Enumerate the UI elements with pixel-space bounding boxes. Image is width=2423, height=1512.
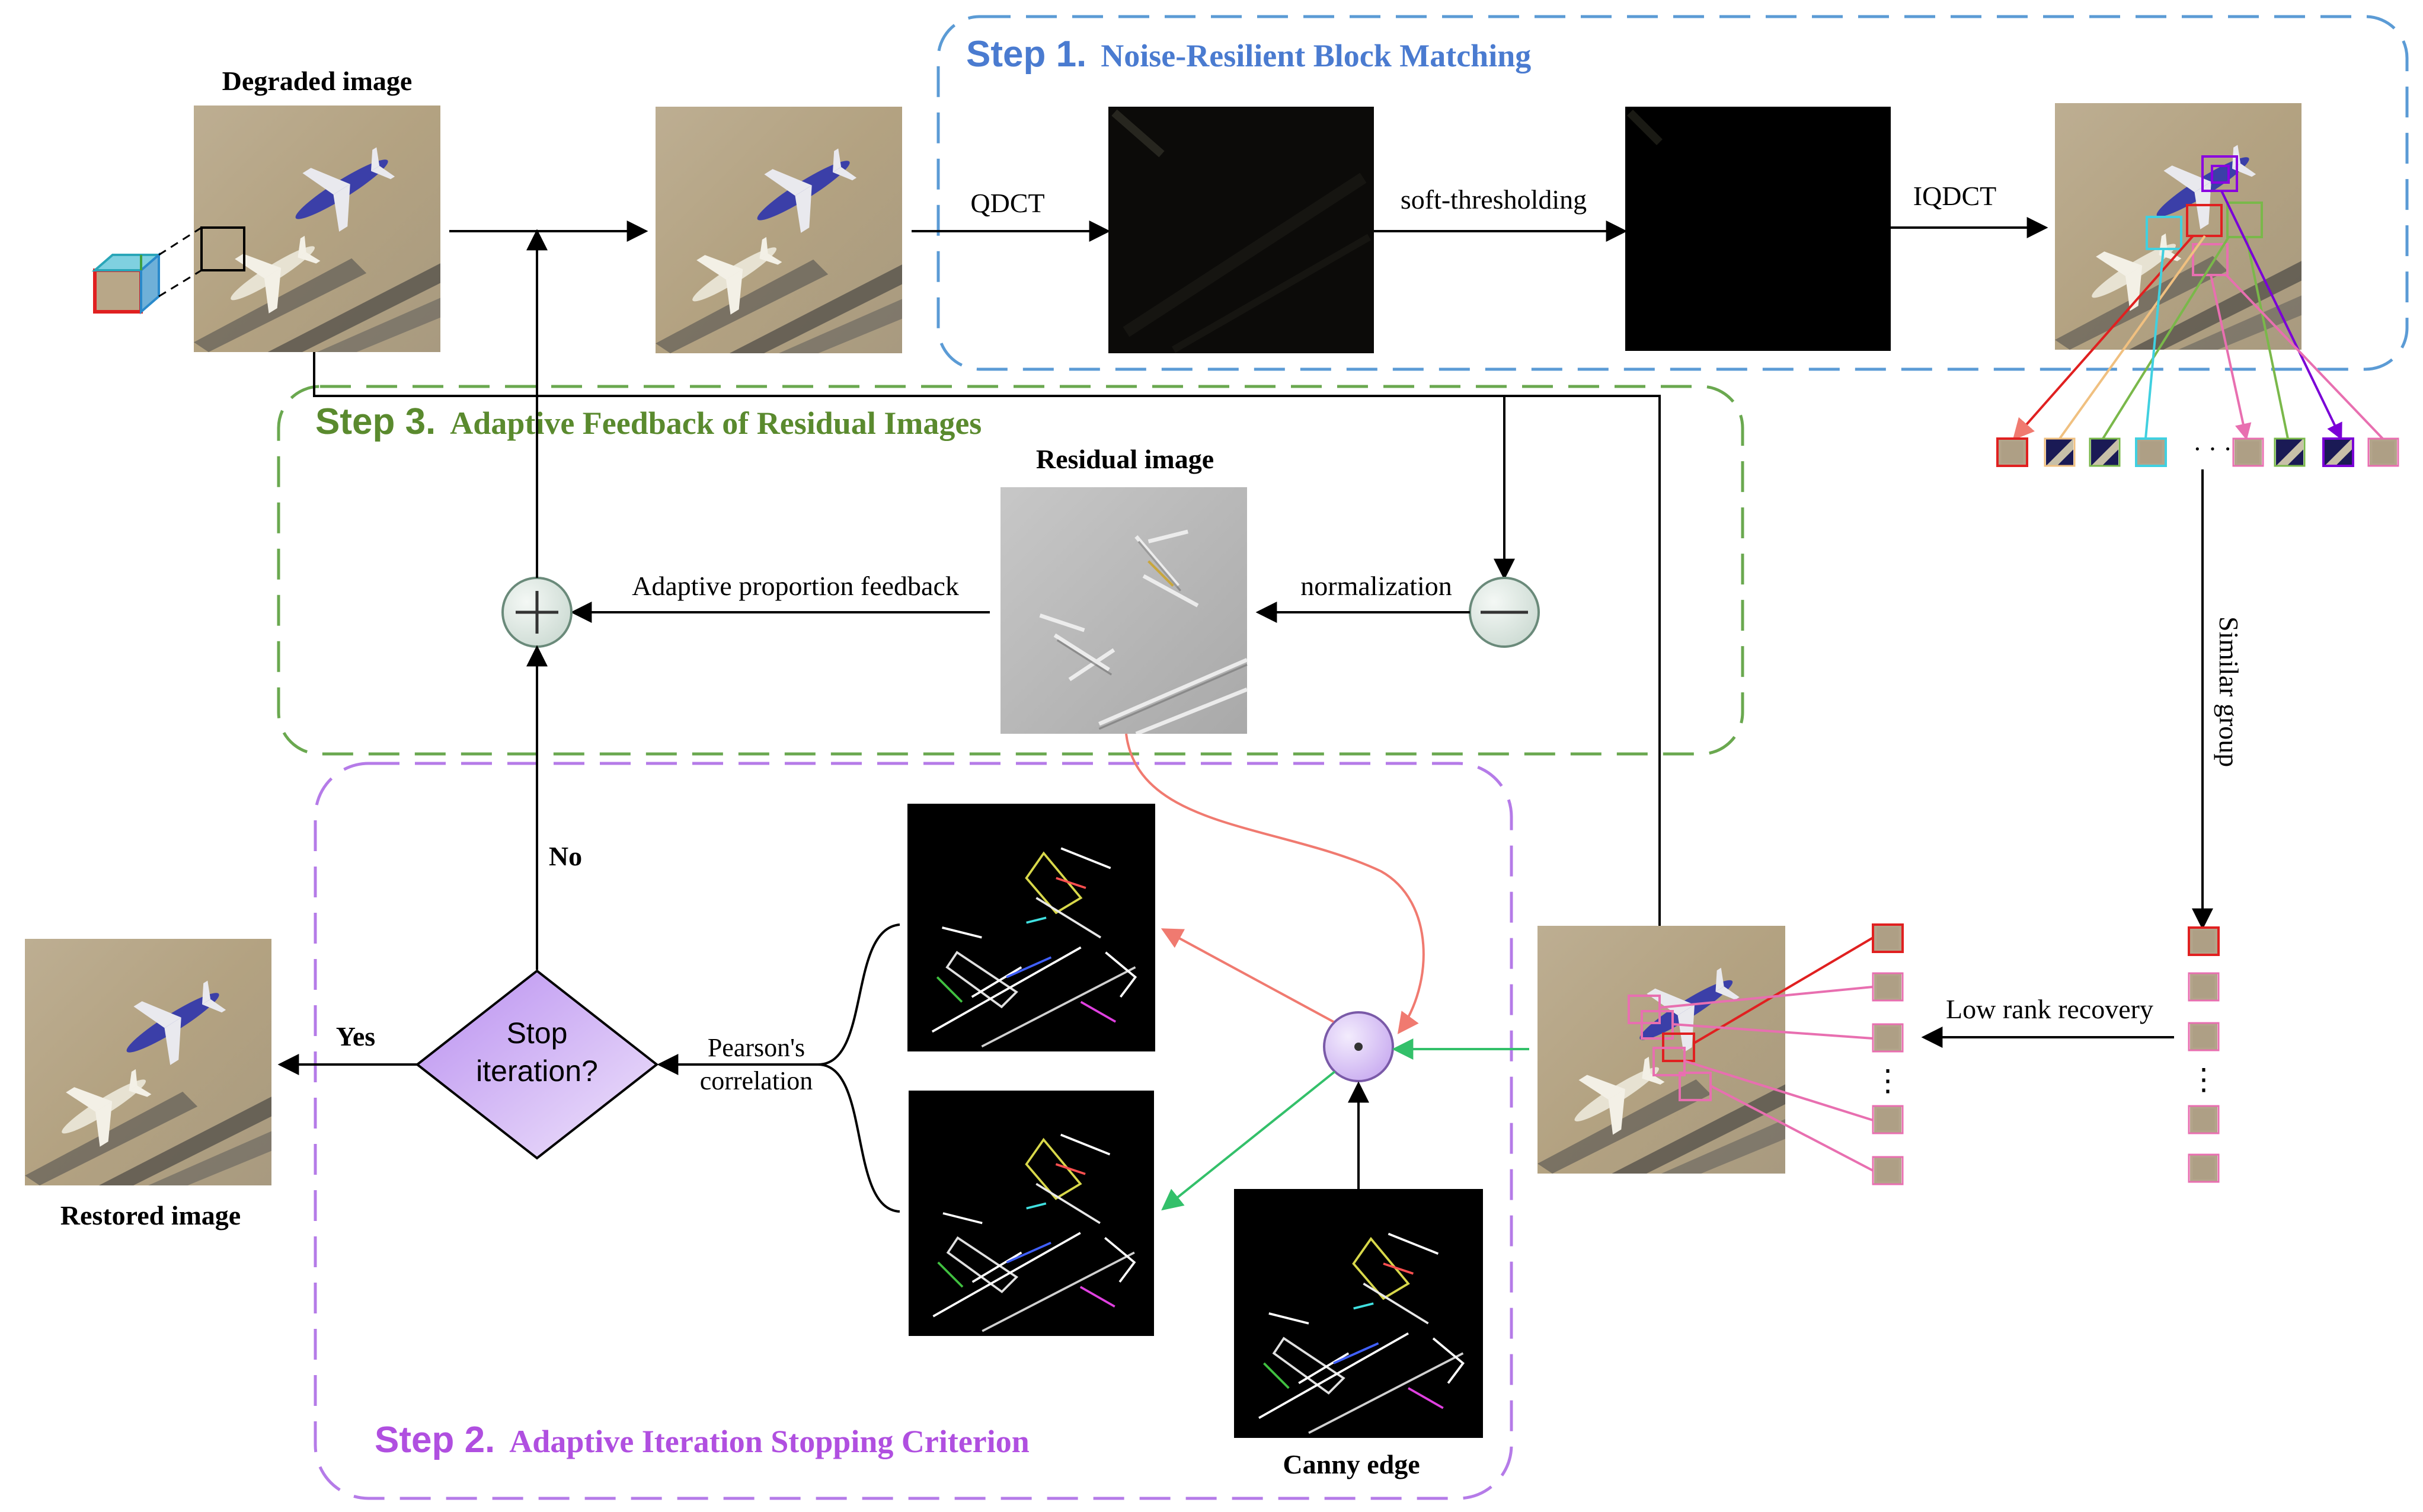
normalization-label: normalization bbox=[1300, 571, 1452, 601]
thresholded-texture bbox=[1627, 110, 1663, 145]
similar-group-label: Similar group bbox=[2214, 616, 2244, 767]
step2-prefix: Step 2. bbox=[375, 1420, 495, 1460]
step3-title: Step 3. Adaptive Feedback of Residual Im… bbox=[315, 401, 982, 442]
patch-cube-icon bbox=[91, 252, 162, 315]
dot-sign bbox=[1354, 1043, 1363, 1051]
step3-prefix: Step 3. bbox=[315, 401, 436, 442]
thresholded-image bbox=[1625, 107, 1891, 351]
degraded-image-label: Degraded image bbox=[222, 66, 413, 96]
step3-container bbox=[277, 385, 1744, 756]
patch-6 bbox=[2325, 439, 2352, 466]
patch-1 bbox=[2046, 439, 2073, 466]
patch-4 bbox=[2235, 439, 2262, 466]
patch-extraction-lines bbox=[2012, 190, 2384, 440]
intermediate-image bbox=[656, 107, 902, 353]
canny-edge-image bbox=[1234, 1189, 1483, 1438]
iqdct-label: IQDCT bbox=[1913, 181, 1997, 211]
svg-text:⋮: ⋮ bbox=[1873, 1064, 1903, 1097]
step2-title: Step 2. Adaptive Iteration Stopping Crit… bbox=[375, 1420, 1030, 1460]
adaptive-feedback-label: Adaptive proportion feedback bbox=[632, 571, 959, 601]
restored-image-label: Restored image bbox=[60, 1200, 241, 1230]
step1-prefix: Step 1. bbox=[966, 34, 1086, 75]
image-edge-image bbox=[907, 1091, 1155, 1336]
qdct-texture bbox=[1111, 109, 1371, 353]
qdct-coefficients-image bbox=[1108, 107, 1374, 353]
pearson-brace-top bbox=[817, 923, 900, 1066]
degraded-image-block-marker bbox=[200, 226, 245, 271]
stop-iteration-text-line2: iteration? bbox=[476, 1054, 598, 1088]
dot-to-image-edge-arrow bbox=[1161, 1070, 1336, 1211]
stop-iteration-decision bbox=[415, 969, 659, 1160]
pearsons-label-line1: Pearson's bbox=[708, 1033, 805, 1062]
canny-edge-label: Canny edge bbox=[1283, 1449, 1420, 1479]
patch-3 bbox=[2137, 439, 2165, 466]
step3-name: Adaptive Feedback of Residual Images bbox=[450, 405, 982, 441]
residual-to-dot-curve bbox=[1125, 733, 1425, 1034]
residual-edge-image bbox=[906, 804, 1156, 1051]
patch-row: · · · bbox=[1996, 434, 2399, 467]
step2-container bbox=[314, 762, 1513, 1500]
dot-to-residual-edge-arrow bbox=[1161, 928, 1334, 1023]
block-matched-image bbox=[2055, 103, 2301, 350]
step1-title: Step 1. Noise-Resilient Block Matching bbox=[966, 34, 1531, 75]
step1-name: Noise-Resilient Block Matching bbox=[1101, 38, 1531, 73]
aggregation-lines bbox=[1659, 936, 1874, 1172]
patch-ellipsis: · · · bbox=[2193, 434, 2232, 463]
svg-text:⋮: ⋮ bbox=[2189, 1063, 2219, 1096]
aggregated-image bbox=[1537, 926, 1785, 1174]
pearsons-label-line2: correlation bbox=[700, 1066, 813, 1095]
patch-2 bbox=[2091, 439, 2118, 466]
patch-0 bbox=[1999, 439, 2026, 466]
qdct-label: QDCT bbox=[970, 188, 1044, 218]
recovered-group-column: ⋮ bbox=[1872, 923, 1904, 1185]
yes-label: Yes bbox=[336, 1021, 375, 1051]
residual-image bbox=[1000, 487, 1247, 734]
low-rank-recovery-label: Low rank recovery bbox=[1946, 994, 2153, 1024]
aggregated-to-top-line bbox=[313, 352, 1661, 926]
residual-image-label: Residual image bbox=[1036, 444, 1214, 474]
restored-image bbox=[25, 939, 271, 1185]
soft-thresholding-label: soft-thresholding bbox=[1401, 184, 1587, 215]
similar-group-column: ⋮ bbox=[2188, 926, 2220, 1183]
patch-5 bbox=[2276, 439, 2303, 466]
pearson-brace-bottom bbox=[817, 1063, 900, 1213]
patch-7 bbox=[2370, 439, 2397, 466]
step2-name: Adaptive Iteration Stopping Criterion bbox=[509, 1424, 1030, 1459]
stop-iteration-text-line1: Stop bbox=[507, 1016, 568, 1050]
no-label: No bbox=[549, 841, 582, 871]
step1-container bbox=[936, 15, 2409, 371]
